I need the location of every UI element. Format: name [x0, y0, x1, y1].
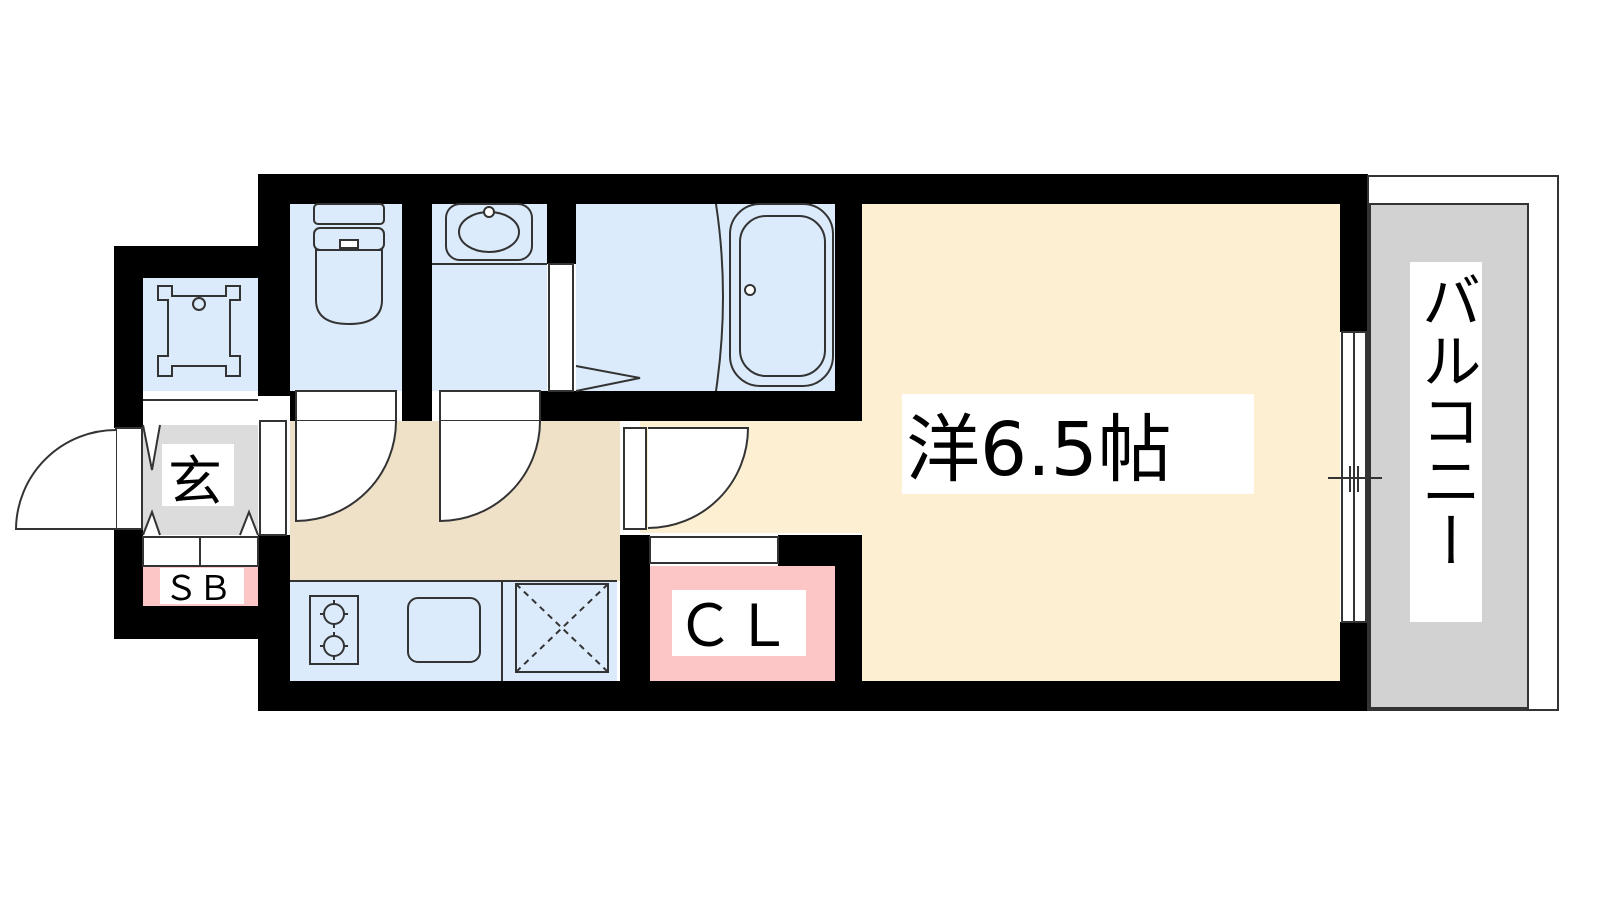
- wall-right-lower: [1340, 622, 1368, 711]
- washer-drain: [192, 297, 206, 311]
- balcony-label: バルコニー: [1411, 270, 1481, 570]
- bathroom: [548, 203, 834, 392]
- entrance: 玄: [14, 424, 259, 536]
- wall-washroom-bathroom: [547, 204, 576, 264]
- burner-marks: [320, 600, 348, 660]
- kitchen: [290, 580, 617, 681]
- closet-label: ＣＬ: [676, 592, 792, 660]
- toilet-door-swing: [295, 420, 397, 523]
- entrance-step-right: [239, 509, 259, 536]
- kitchen-sink: [407, 597, 481, 663]
- wall-stub-left: [290, 391, 296, 421]
- entrance-door-swing: [14, 429, 117, 530]
- shoe-box: ＳＢ: [142, 536, 259, 609]
- entrance-step-left: [142, 424, 161, 536]
- balcony: バルコニー: [1367, 175, 1559, 711]
- bath-door-frame: [548, 263, 574, 392]
- washer-pan: [157, 285, 241, 377]
- washing-machine: [143, 285, 258, 401]
- balcony-inner-outline: [1369, 203, 1529, 709]
- room-label-bg: [902, 394, 1254, 494]
- basin-faucet: [483, 206, 495, 218]
- balcony-window: [1328, 331, 1382, 623]
- wall-closet-right: [835, 535, 862, 681]
- entrance-door-jamb: [115, 427, 143, 530]
- room-label-text: 洋6.5帖: [906, 407, 1172, 493]
- washroom-door-frame: [439, 390, 541, 422]
- balcony-outline: [1367, 175, 1559, 711]
- wall-closet-left: [620, 535, 650, 681]
- wall-bathroom-right: [835, 204, 862, 421]
- wall-right-upper: [1340, 174, 1368, 332]
- bathtub-inner: [739, 215, 826, 377]
- closet-label-bg: [672, 590, 806, 656]
- entrance-inner-jamb: [259, 420, 287, 536]
- room-door-swing: [647, 427, 750, 529]
- doors: [259, 390, 779, 564]
- bath-wall-curve: [715, 203, 724, 392]
- room-label: 洋6.5帖: [902, 394, 1254, 494]
- wall-left-upper: [258, 174, 290, 396]
- shoe-box-label: ＳＢ: [164, 569, 232, 609]
- wall-bathroom-bottom: [540, 391, 862, 421]
- wash-basin: [432, 203, 547, 265]
- shoe-box-label-bg: [160, 568, 244, 604]
- wall-bottom: [258, 681, 1368, 711]
- entrance-label-bg: [162, 444, 234, 506]
- washroom-door-swing: [439, 420, 541, 523]
- wall-toilet-washroom: [402, 204, 432, 421]
- fridge-box: [515, 583, 609, 673]
- entrance-label: 玄: [168, 450, 222, 513]
- wall-top: [258, 174, 1368, 204]
- room-door-jamb: [623, 427, 647, 530]
- wall-left-annex-bottom: [114, 606, 290, 639]
- bathtub-drain: [744, 284, 756, 296]
- balcony-label-bg: [1410, 262, 1482, 622]
- closet: ＣＬ: [672, 590, 806, 660]
- toilet-bowl: [315, 249, 383, 326]
- stove: [309, 595, 359, 665]
- toilet-seat-mark: [339, 239, 359, 249]
- wall-left-annex-left-upper: [114, 246, 143, 428]
- walls: [114, 174, 1368, 711]
- wall-left-annex-top: [114, 246, 290, 278]
- toilet: [313, 203, 385, 326]
- toilet-door-frame: [295, 390, 397, 422]
- toilet-tank: [313, 203, 385, 225]
- bath-folding-door: [575, 365, 641, 392]
- closet-door-frame: [649, 536, 779, 564]
